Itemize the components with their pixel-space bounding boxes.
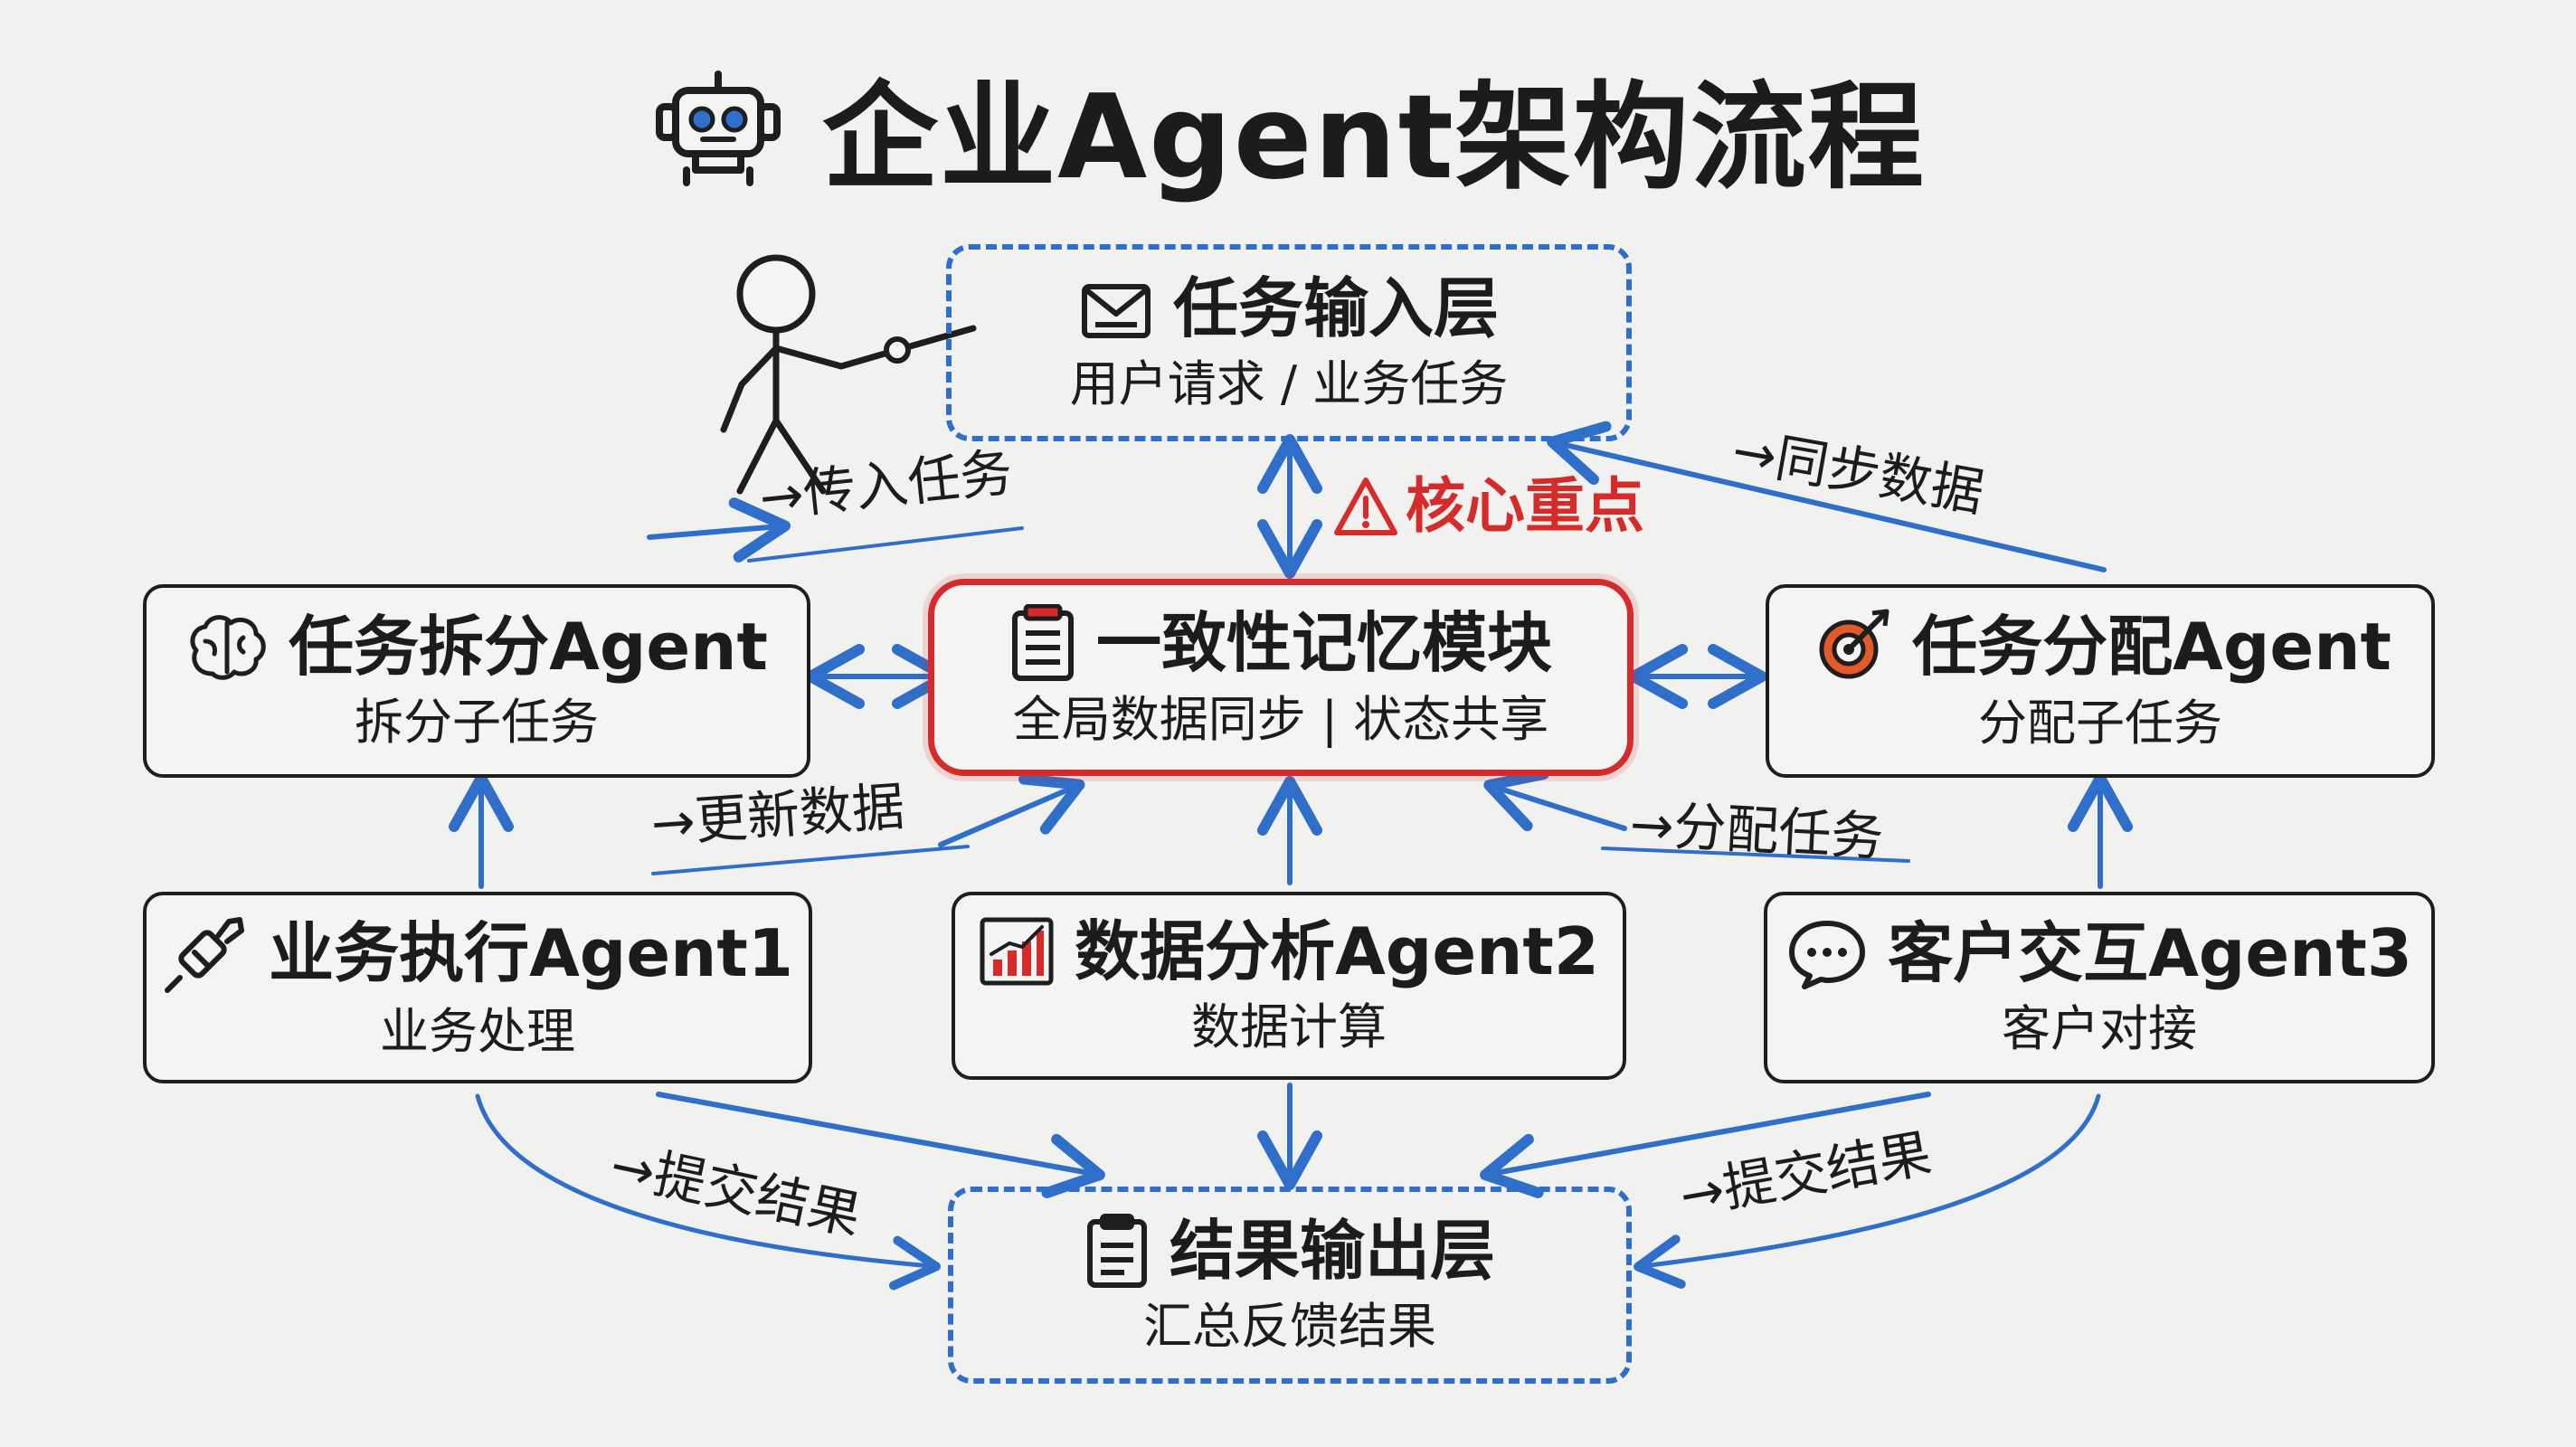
- data-analysis-agent-title: 数据分析Agent2: [1075, 913, 1599, 989]
- arrow-submit-left: [475, 1093, 941, 1291]
- core-memory-title: 一致性记忆模块: [1095, 604, 1552, 681]
- task-assign-agent-title: 任务分配Agent: [1912, 608, 2391, 685]
- diagram-title: 企业Agent架构流程: [0, 45, 2576, 208]
- business-exec-agent-subtitle: 业务处理: [380, 1003, 575, 1061]
- page-title: 企业Agent架构流程: [822, 70, 1926, 205]
- arrow-assign-input: [1547, 421, 2107, 572]
- presenter-figure: [720, 254, 977, 495]
- arrow-customer-output: [1480, 1092, 1931, 1198]
- task-split-agent-node[interactable]: 任务拆分Agent 拆分子任务: [143, 584, 810, 778]
- document-icon: [1084, 1213, 1150, 1289]
- bar-chart-icon: [979, 916, 1055, 987]
- envelope-icon: [1079, 276, 1153, 341]
- customer-interaction-agent-node[interactable]: 客户交互Agent3 客户对接: [1764, 892, 2435, 1083]
- arrow-update-core: [938, 773, 1085, 847]
- core-memory-subtitle: 全局数据同步 | 状态共享: [1012, 691, 1549, 749]
- target-icon: [1809, 608, 1892, 686]
- warning-icon: [1333, 477, 1398, 536]
- input-layer-title: 任务输入层: [1172, 270, 1499, 346]
- input-layer-subtitle: 用户请求 / 业务任务: [1069, 355, 1509, 412]
- core-focus-text: 核心重点: [1406, 471, 1644, 541]
- assign-task-underline: [1601, 846, 1910, 863]
- brain-icon: [185, 610, 269, 683]
- business-exec-agent-title: 业务执行Agent1: [269, 914, 793, 991]
- customer-interaction-agent-subtitle: 客户对接: [2002, 999, 2197, 1057]
- output-layer-subtitle: 汇总反馈结果: [1143, 1298, 1436, 1356]
- robot-icon: [650, 63, 786, 190]
- task-split-agent-subtitle: 拆分子任务: [355, 693, 599, 751]
- arrow-exec-output: [656, 1092, 1105, 1198]
- customer-interaction-agent-title: 客户交互Agent3: [1888, 914, 2412, 991]
- label-assign-task: →分配任务: [1628, 793, 1886, 868]
- clipboard-icon: [1009, 604, 1076, 682]
- business-exec-agent-node[interactable]: 业务执行Agent1 业务处理: [143, 892, 812, 1083]
- chat-bubble-icon: [1786, 916, 1868, 990]
- update-data-underline: [651, 845, 970, 875]
- arrow-assign-task-core: [1483, 769, 1627, 832]
- data-analysis-agent-subtitle: 数据计算: [1191, 998, 1387, 1055]
- output-layer-title: 结果输出层: [1169, 1212, 1495, 1289]
- input-layer-node[interactable]: 任务输入层 用户请求 / 业务任务: [946, 244, 1632, 441]
- task-assign-agent-node[interactable]: 任务分配Agent 分配子任务: [1766, 584, 2435, 778]
- task-assign-agent-subtitle: 分配子任务: [1978, 695, 2222, 752]
- output-layer-node[interactable]: 结果输出层 汇总反馈结果: [948, 1187, 1632, 1384]
- core-memory-node[interactable]: 一致性记忆模块 全局数据同步 | 状态共享: [928, 579, 1634, 776]
- wrench-icon: [162, 913, 249, 994]
- task-split-agent-title: 任务拆分Agent: [289, 608, 768, 685]
- arrow-submit-right: [1634, 1093, 2101, 1289]
- data-analysis-agent-node[interactable]: 数据分析Agent2 数据计算: [952, 892, 1626, 1080]
- pass-task-underline: [747, 526, 1024, 563]
- core-focus-label: 核心重点: [1333, 471, 1644, 541]
- arrow-pass-task: [647, 497, 791, 563]
